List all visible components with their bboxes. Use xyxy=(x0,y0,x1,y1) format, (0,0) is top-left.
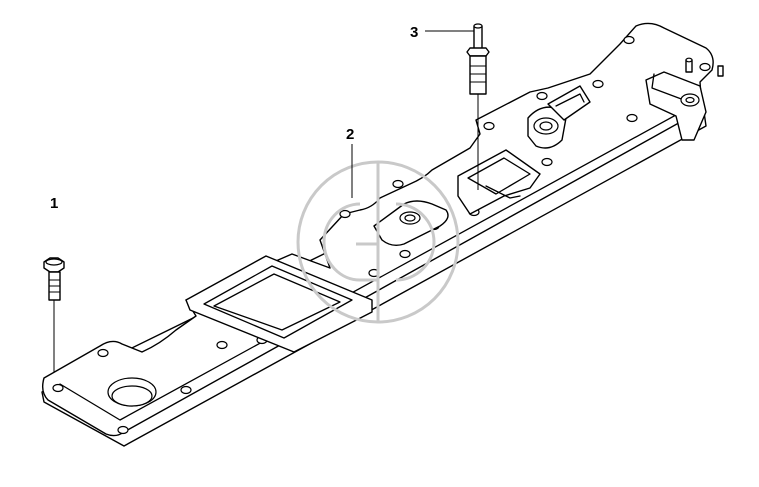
callout-2: 2 xyxy=(346,126,354,143)
callout-3: 3 xyxy=(410,24,418,41)
stud-part-3 xyxy=(425,23,490,190)
bolt-part-1 xyxy=(43,257,65,372)
callout-1: 1 xyxy=(50,195,58,212)
watermark-logo xyxy=(296,160,460,324)
cover-plate xyxy=(41,22,724,447)
